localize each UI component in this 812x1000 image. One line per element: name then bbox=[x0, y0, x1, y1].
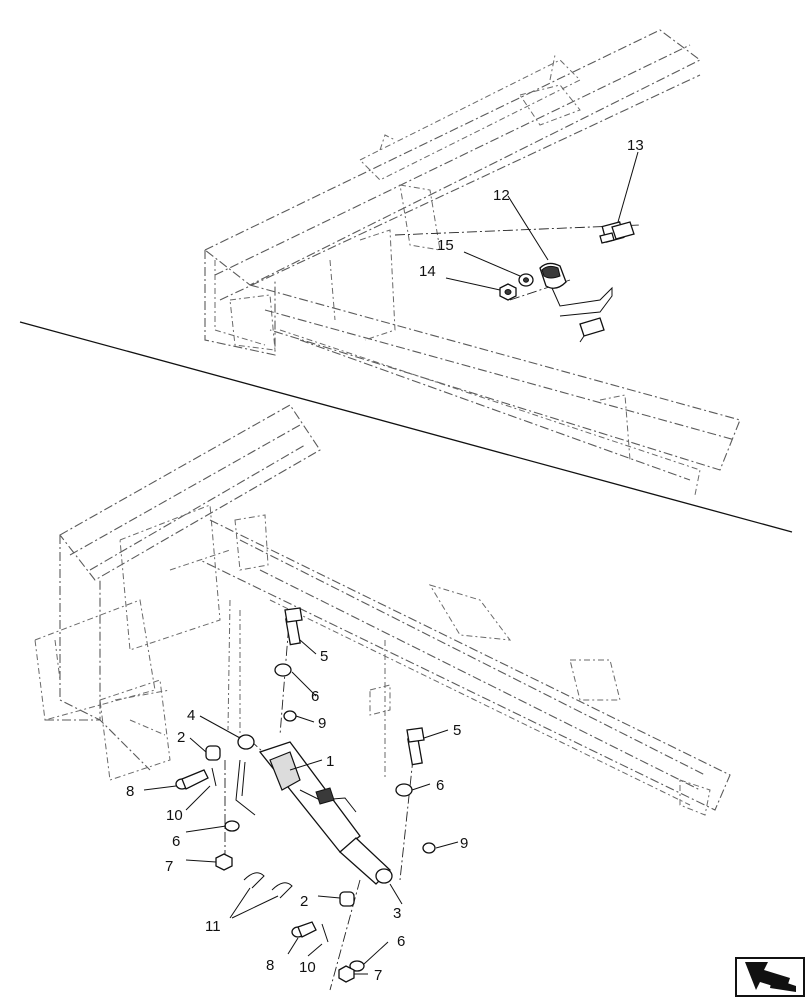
callout-10-left: 10 bbox=[166, 807, 183, 824]
clevis-pin-8-a bbox=[175, 769, 209, 790]
bolt-5-lower bbox=[406, 727, 425, 766]
nut-7-a bbox=[215, 853, 233, 871]
callout-1: 1 bbox=[326, 753, 334, 770]
nut-7-b bbox=[338, 965, 355, 983]
washer-6-a bbox=[274, 663, 292, 677]
bushing-2-a bbox=[205, 745, 221, 761]
callout-5-upper: 5 bbox=[320, 648, 328, 665]
bushing-2-b bbox=[339, 891, 355, 907]
washer-6-b bbox=[395, 783, 413, 797]
callout-6-left: 6 bbox=[172, 833, 180, 850]
callout-15: 15 bbox=[437, 237, 454, 254]
callout-6-right: 6 bbox=[436, 777, 444, 794]
bolt-13 bbox=[599, 221, 635, 244]
clip-11-b bbox=[271, 882, 293, 899]
next-page-arrow-icon[interactable] bbox=[735, 957, 805, 997]
bolt-5-upper bbox=[284, 607, 303, 646]
washer-9-a bbox=[283, 710, 297, 722]
washer-6-d bbox=[349, 960, 365, 972]
callout-13: 13 bbox=[627, 137, 644, 154]
callout-5-lower: 5 bbox=[453, 722, 461, 739]
callout-9-upper: 9 bbox=[318, 715, 326, 732]
pin-3 bbox=[375, 868, 393, 884]
callout-9-lower: 9 bbox=[460, 835, 468, 852]
callout-2-lower: 2 bbox=[300, 893, 308, 910]
washer-6-c bbox=[224, 820, 240, 832]
cotter-pin-10-a bbox=[211, 767, 217, 787]
callout-7-lower: 7 bbox=[374, 967, 382, 984]
section-divider bbox=[19, 321, 793, 533]
pin-4 bbox=[237, 734, 255, 750]
clevis-pin-8-b bbox=[291, 921, 317, 938]
cotter-pin-10-b bbox=[321, 923, 329, 943]
top-phantom-frame bbox=[203, 29, 741, 496]
sensor-12 bbox=[539, 262, 613, 343]
callout-6-lower: 6 bbox=[397, 933, 405, 950]
top-sensor-assembly bbox=[394, 151, 641, 343]
callout-12: 12 bbox=[493, 187, 510, 204]
callout-labels: 13 12 15 14 5 6 9 4 2 1 8 10 6 7 11 5 6 … bbox=[126, 137, 644, 984]
callout-6-upper: 6 bbox=[311, 688, 319, 705]
clip-11-a bbox=[243, 872, 265, 889]
bottom-phantom-frame bbox=[34, 404, 731, 816]
callout-11: 11 bbox=[205, 918, 221, 935]
callout-8-left: 8 bbox=[126, 783, 134, 800]
nut-14 bbox=[499, 283, 517, 301]
callout-8-lower: 8 bbox=[266, 957, 274, 974]
callout-2-left: 2 bbox=[177, 729, 185, 746]
callout-7-left: 7 bbox=[165, 858, 173, 875]
callout-4: 4 bbox=[187, 707, 195, 724]
callout-3: 3 bbox=[393, 905, 401, 922]
washer-9-b bbox=[422, 842, 436, 854]
callout-10-lower: 10 bbox=[299, 959, 316, 976]
bottom-actuator-assembly bbox=[143, 607, 459, 991]
callout-14: 14 bbox=[419, 263, 436, 280]
